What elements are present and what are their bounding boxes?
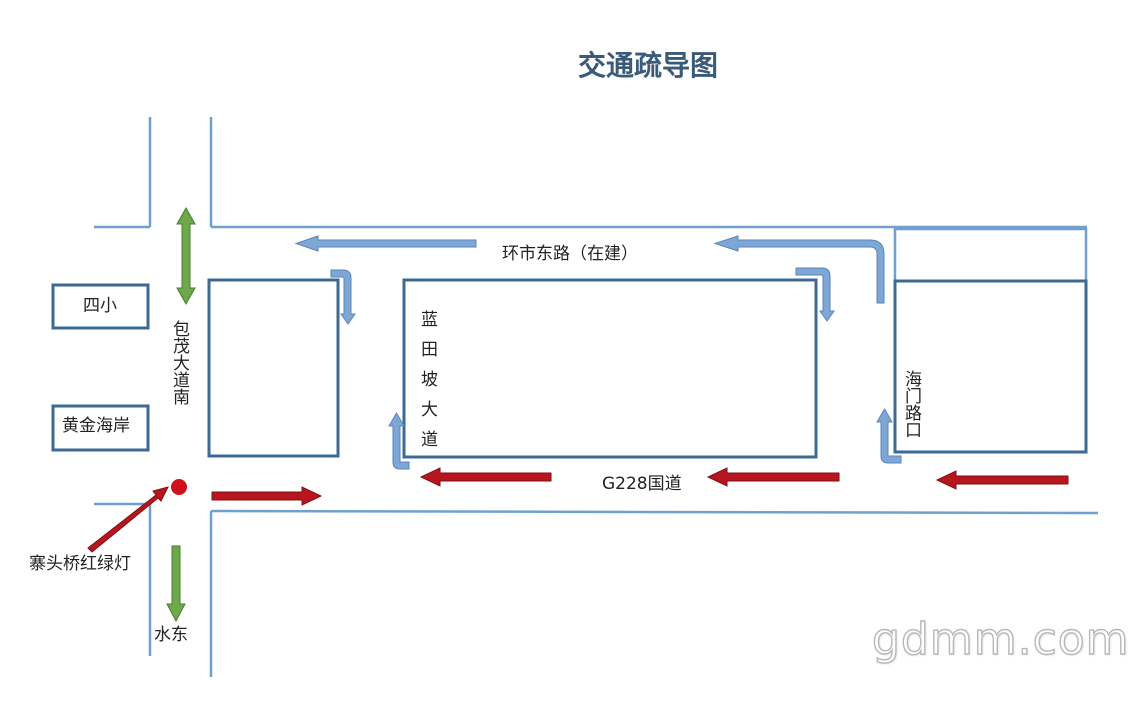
lantian-avenue-label: 蓝田坡大道 bbox=[417, 310, 437, 460]
baomao-two-way-arrow-icon bbox=[176, 206, 196, 306]
block-sixiao bbox=[51, 283, 150, 330]
blue-arrows bbox=[294, 235, 902, 470]
huanshi-road-label: 环市东路（在建） bbox=[502, 244, 638, 264]
haimen-junction-label: 海门路口 bbox=[901, 370, 921, 438]
g228-lower-edge bbox=[210, 509, 1099, 515]
g228-left-arrow-icon-2 bbox=[706, 467, 840, 487]
watermark: gdmm.com bbox=[871, 613, 1130, 665]
g228-label: G228国道 bbox=[602, 474, 682, 494]
block-right bbox=[893, 279, 1088, 454]
block-center bbox=[402, 278, 818, 459]
block-golden-coast bbox=[51, 404, 150, 452]
baomao-avenue-label: 包茂大道南 bbox=[169, 320, 189, 405]
city-blocks bbox=[51, 227, 1088, 459]
road-edges bbox=[94, 117, 1099, 677]
g228-left-arrow-icon-1 bbox=[419, 467, 552, 487]
zhaitouqiao-light-label: 寨头桥红绿灯 bbox=[29, 554, 131, 574]
red-arrows bbox=[87, 467, 1069, 553]
block-right-top bbox=[893, 227, 1088, 283]
haimen-up-arrow-icon bbox=[876, 407, 902, 464]
shuidong-label: 水东 bbox=[154, 625, 188, 645]
turn-arrow-left-block-icon bbox=[330, 269, 356, 325]
huanshi-left-arrow-icon bbox=[294, 235, 477, 252]
shuidong-down-arrow-icon bbox=[166, 545, 186, 623]
huanshi-right-arrow-icon bbox=[713, 235, 885, 304]
traffic-light-icon bbox=[171, 479, 187, 495]
g228-left-arrow-icon-3 bbox=[935, 470, 1069, 490]
green-arrows bbox=[166, 206, 196, 623]
pointer-arrow-icon bbox=[87, 486, 169, 553]
lantian-up-arrow-icon bbox=[388, 411, 410, 470]
golden-coast-label: 黄金海岸 bbox=[62, 416, 130, 436]
g228-right-arrow-icon bbox=[211, 486, 323, 506]
block-left bbox=[207, 278, 340, 458]
map-title: 交通疏导图 bbox=[578, 49, 719, 82]
sixiao-label: 四小 bbox=[83, 296, 117, 316]
turn-arrow-center-right-icon bbox=[795, 267, 835, 322]
